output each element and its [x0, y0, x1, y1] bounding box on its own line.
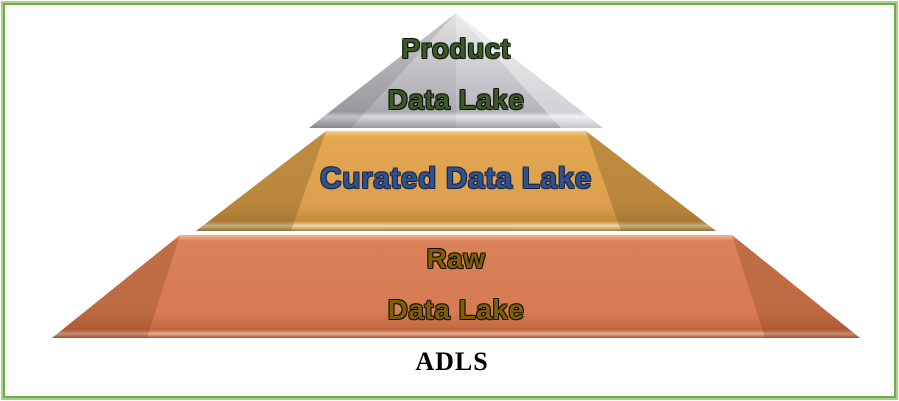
adls-caption: ADLS	[415, 347, 489, 376]
curated-layer-label: Curated Data Lake	[320, 162, 592, 195]
pyramid-top-layer-right-bevel	[456, 13, 603, 128]
raw-layer-label-line2: Data Lake	[387, 294, 525, 325]
pyramid-top-layer-left-facet	[309, 13, 456, 128]
pyramid-bottom-layer-left-bevel	[52, 235, 180, 338]
pyramid-middle-layer-left-bevel	[196, 131, 326, 231]
pyramid-middle-layer-right-bevel	[586, 131, 716, 231]
product-layer-label-line1: Product	[401, 33, 511, 64]
product-layer-label-line2: Data Lake	[387, 84, 525, 115]
pyramid-middle-layer-shape	[196, 131, 716, 231]
pyramid-bottom-layer-right-bevel	[732, 235, 860, 338]
pyramid-top-layer-shape	[309, 13, 603, 128]
pyramid-top-layer-left-bevel	[309, 13, 456, 128]
pyramid-bottom-layer-shape	[52, 235, 860, 338]
raw-layer-label-line1: Raw	[426, 243, 486, 274]
